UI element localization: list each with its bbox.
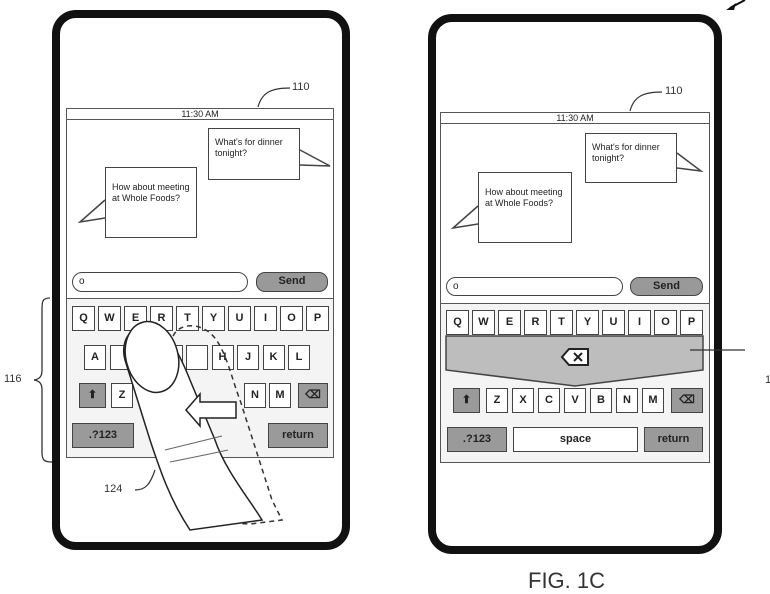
keyboard-key[interactable]: Y [576, 310, 599, 335]
shift-arrow-icon: ⬆ [87, 389, 98, 401]
keyboard-key[interactable]: L [288, 345, 310, 370]
status-time: 11:30 AM [67, 109, 333, 120]
shift-arrow-icon: ⬆ [461, 394, 472, 406]
keyboard-key[interactable]: H [211, 345, 234, 370]
figure-label: FIG. 1C [528, 568, 606, 593]
keyboard-key[interactable]: Q [446, 310, 469, 335]
label-panel-ref: 1 [765, 374, 770, 386]
label-110-left: 110 [292, 81, 310, 93]
keyboard-key[interactable]: W [472, 310, 495, 335]
keyboard-key[interactable]: V [564, 388, 586, 413]
keyboard-key[interactable]: U [602, 310, 625, 335]
keyboard-key[interactable]: C [538, 388, 560, 413]
send-button[interactable]: Send [256, 272, 328, 292]
keyboard-key[interactable]: U [228, 306, 251, 331]
keyboard-key[interactable]: X [512, 388, 534, 413]
keyboard-key[interactable]: N [616, 388, 638, 413]
label-124: 124 [104, 483, 123, 495]
space-key[interactable]: space [513, 427, 638, 452]
keyboard-key[interactable] [186, 345, 208, 370]
backspace-key[interactable]: ⌫ [671, 388, 703, 413]
keyboard-key[interactable]: A [84, 345, 106, 370]
keyboard-key[interactable]: J [237, 345, 259, 370]
swipe-left-arrow [185, 392, 237, 428]
keyboard-key[interactable]: K [262, 345, 285, 370]
keyboard-key[interactable]: Z [486, 388, 508, 413]
keyboard-key[interactable]: P [306, 306, 329, 331]
keyboard-key[interactable]: I [628, 310, 651, 335]
screen-leader-right [629, 91, 663, 112]
finger-ghost-outline [171, 325, 284, 525]
keyboard-key[interactable]: Z [111, 383, 133, 408]
finger-leader [134, 469, 156, 491]
diagram-overlay [33, 0, 746, 531]
reply-bubble: How about meeting at Whole Foods? [478, 172, 572, 243]
incoming-bubble: What's for dinner tonight? [208, 128, 300, 180]
keyboard-key[interactable]: M [269, 383, 291, 408]
backspace-icon [560, 348, 589, 366]
backspace-key[interactable]: ⌫ [298, 383, 328, 408]
incoming-bubble: What's for dinner tonight? [585, 133, 677, 183]
label-116: 116 [4, 373, 22, 385]
keyboard-key[interactable]: Q [72, 306, 95, 331]
fingernail [124, 320, 180, 394]
keyboard-key[interactable]: T [550, 310, 573, 335]
numbers-key[interactable]: .?123 [72, 423, 134, 448]
keyboard-key[interactable]: I [254, 306, 277, 331]
keyboard-key[interactable]: R [524, 310, 547, 335]
keyboard-key[interactable]: E [498, 310, 521, 335]
bubble-tails [77, 149, 704, 230]
screen-leader-left [257, 87, 291, 108]
shift-key[interactable]: ⬆ [79, 383, 106, 408]
backspace-icon: ⌫ [679, 394, 695, 406]
status-time: 11:30 AM [441, 113, 709, 124]
keyboard-key[interactable]: Y [202, 306, 225, 331]
label-110-right: 110 [665, 85, 683, 97]
return-key[interactable]: return [268, 423, 328, 448]
keyboard-key[interactable]: P [680, 310, 703, 335]
return-key[interactable]: return [644, 427, 703, 452]
reply-bubble: How about meeting at Whole Foods? [105, 167, 197, 238]
numbers-key[interactable]: .?123 [447, 427, 507, 452]
keyboard-key[interactable]: N [244, 383, 266, 408]
keyboard-key[interactable]: B [590, 388, 612, 413]
keyboard-key[interactable]: O [280, 306, 303, 331]
backspace-icon: ⌫ [305, 389, 321, 401]
shift-key[interactable]: ⬆ [453, 388, 480, 413]
send-button[interactable]: Send [630, 277, 703, 296]
message-input[interactable]: o [446, 277, 623, 296]
keyboard-key[interactable]: M [642, 388, 664, 413]
message-input[interactable]: o [72, 272, 248, 292]
keyboard-key[interactable]: T [176, 306, 199, 331]
keyboard-key[interactable]: W [98, 306, 121, 331]
keyboard-key[interactable]: O [654, 310, 677, 335]
keyboard-brace [33, 297, 53, 463]
